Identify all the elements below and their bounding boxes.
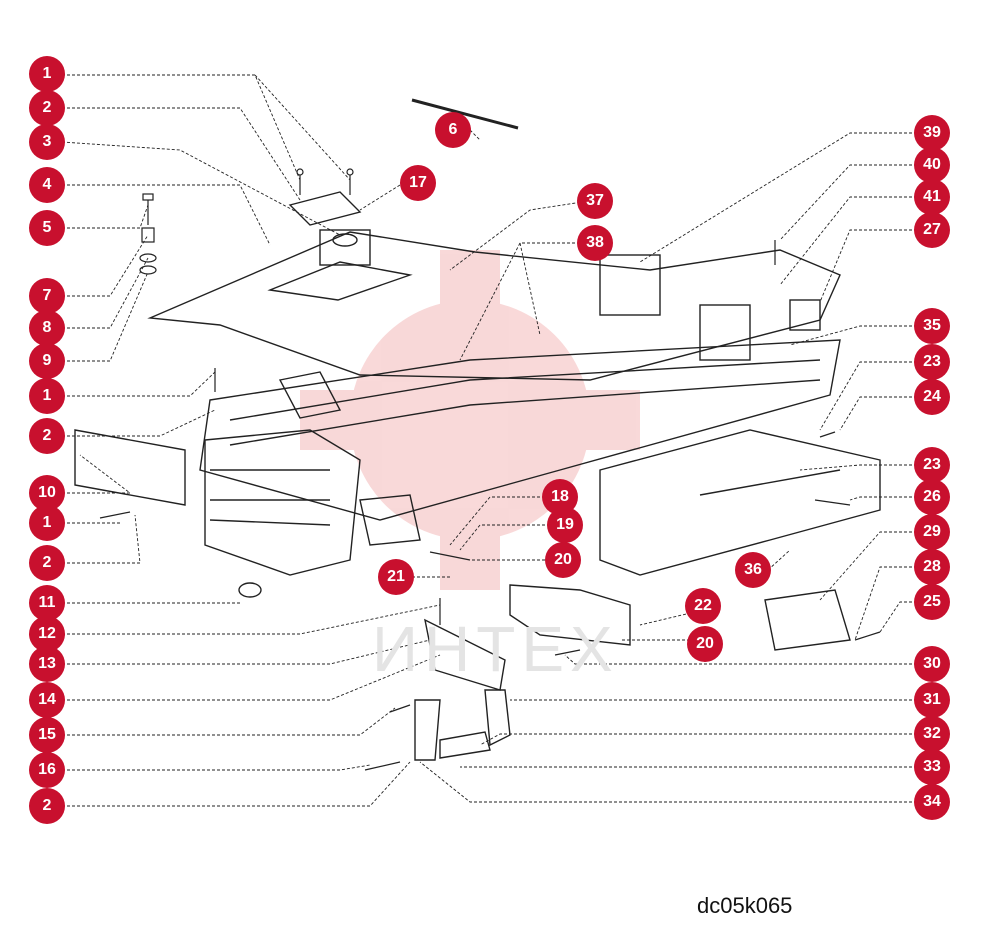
main-chassis-frame bbox=[199, 254, 841, 521]
callout-badge: 31 bbox=[914, 682, 950, 718]
callout-badge: 26 bbox=[914, 479, 950, 515]
callout-badge: 6 bbox=[435, 112, 471, 148]
callout-badge: 32 bbox=[914, 716, 950, 752]
right-guard-plate bbox=[599, 429, 881, 651]
callout-badge: 25 bbox=[914, 584, 950, 620]
lower-brackets bbox=[414, 584, 631, 761]
callout-badge: 22 bbox=[685, 588, 721, 624]
callout-badge: 3 bbox=[29, 124, 65, 160]
drawing-code-label: dc05k065 bbox=[697, 893, 793, 918]
watermark-text: ИНТЕХ bbox=[372, 613, 619, 685]
callout-badge: 7 bbox=[29, 278, 65, 314]
callout-badge: 19 bbox=[547, 507, 583, 543]
callout-badge: 15 bbox=[29, 717, 65, 753]
callout-badge: 30 bbox=[914, 646, 950, 682]
callout-badge: 8 bbox=[29, 310, 65, 346]
callout-badge: 2 bbox=[29, 418, 65, 454]
callout-badge: 39 bbox=[914, 115, 950, 151]
bolts bbox=[99, 168, 881, 771]
callout-badge: 4 bbox=[29, 167, 65, 203]
callout-badge: 28 bbox=[914, 549, 950, 585]
callout-badge: 17 bbox=[400, 165, 436, 201]
top-plate bbox=[147, 191, 841, 381]
callout-badge: 37 bbox=[577, 183, 613, 219]
callout-badge: 1 bbox=[29, 378, 65, 414]
callout-badge: 11 bbox=[29, 585, 65, 621]
callout-badge: 1 bbox=[29, 56, 65, 92]
callout-badge: 27 bbox=[914, 212, 950, 248]
callout-badge: 24 bbox=[914, 379, 950, 415]
callout-badge: 23 bbox=[914, 447, 950, 483]
callout-badge: 1 bbox=[29, 505, 65, 541]
callout-badge: 5 bbox=[29, 210, 65, 246]
callout-badge: 14 bbox=[29, 682, 65, 718]
callout-badge: 2 bbox=[29, 545, 65, 581]
callout-badge: 33 bbox=[914, 749, 950, 785]
callout-badge: 20 bbox=[545, 542, 581, 578]
callout-badge: 38 bbox=[577, 225, 613, 261]
callout-badge: 34 bbox=[914, 784, 950, 820]
left-bracket-assembly bbox=[74, 429, 421, 598]
callout-badge: 35 bbox=[914, 308, 950, 344]
callout-badge: 16 bbox=[29, 752, 65, 788]
callout-badge: 23 bbox=[914, 344, 950, 380]
callout-badge: 40 bbox=[914, 147, 950, 183]
callout-badge: 2 bbox=[29, 90, 65, 126]
callout-badge: 36 bbox=[735, 552, 771, 588]
callout-badge: 9 bbox=[29, 343, 65, 379]
rod-part-6 bbox=[411, 98, 519, 130]
callout-badge: 21 bbox=[378, 559, 414, 595]
callout-badge: 41 bbox=[914, 179, 950, 215]
callout-badge: 20 bbox=[687, 626, 723, 662]
callout-badge: 13 bbox=[29, 646, 65, 682]
callout-badge: 2 bbox=[29, 788, 65, 824]
watermark-gear-logo bbox=[300, 250, 640, 590]
callout-badge: 29 bbox=[914, 514, 950, 550]
